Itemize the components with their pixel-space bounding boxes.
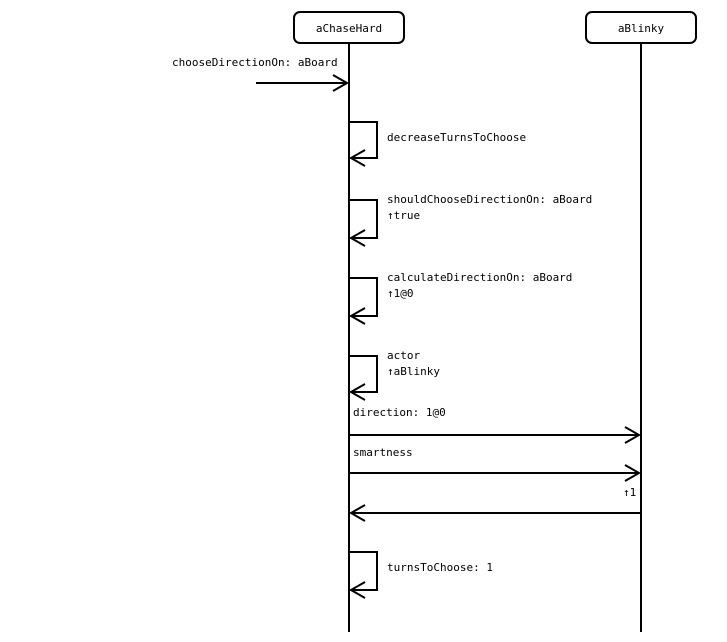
return-label: ↑1@0 <box>387 287 414 300</box>
return-smartness: ↑1 <box>348 486 641 522</box>
message-label: direction: 1@0 <box>353 406 446 419</box>
message-label: shouldChooseDirectionOn: aBoard <box>387 193 592 206</box>
message-label: decreaseTurnsToChoose <box>387 131 526 144</box>
self-message-should-choose-direction: shouldChooseDirectionOn: aBoard ↑true <box>348 193 592 247</box>
return-label: ↑1 <box>623 486 636 499</box>
object-achasehard[interactable]: aChaseHard <box>293 11 405 44</box>
object-achasehard-label: aChaseHard <box>316 22 382 35</box>
message-choose-direction-on: chooseDirectionOn: aBoard <box>172 56 350 92</box>
self-message-calculate-direction: calculateDirectionOn: aBoard ↑1@0 <box>348 271 572 325</box>
message-smartness: smartness <box>349 446 642 482</box>
message-label: actor <box>387 349 420 362</box>
object-ablinky-label: aBlinky <box>618 22 665 35</box>
self-message-decrease-turns: decreaseTurnsToChoose <box>348 121 526 167</box>
return-label: ↑true <box>387 209 420 222</box>
message-label: calculateDirectionOn: aBoard <box>387 271 572 284</box>
self-message-actor: actor ↑aBlinky <box>348 349 440 401</box>
object-ablinky[interactable]: aBlinky <box>585 11 697 44</box>
message-label: chooseDirectionOn: aBoard <box>172 56 338 69</box>
return-label: ↑aBlinky <box>387 365 440 378</box>
message-label: smartness <box>353 446 413 459</box>
self-message-turns-to-choose: turnsToChoose: 1 <box>348 551 493 599</box>
message-label: turnsToChoose: 1 <box>387 561 493 574</box>
message-direction: direction: 1@0 <box>349 406 642 444</box>
